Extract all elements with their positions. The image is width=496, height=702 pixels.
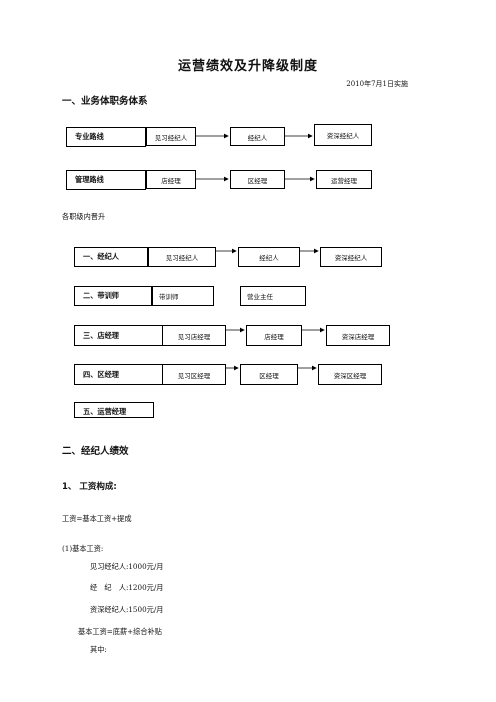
base-salary-title: (1)基本工资:: [62, 544, 104, 553]
section1-heading: 一、业务体职务体系: [62, 96, 148, 107]
route-step-box: 见习经纪人: [146, 127, 196, 146]
route-step-box: 店经理: [146, 170, 196, 189]
level-step-box: 区经理: [240, 364, 298, 385]
salary-line: 经 纪 人:1200元/月: [90, 583, 164, 592]
promotion-subheading: 各职级内晋升: [62, 212, 106, 221]
route-label-professional: 专业路线: [66, 127, 146, 147]
level-step-box: 店经理: [246, 325, 302, 346]
route-step-box: 资深经纪人: [314, 124, 372, 146]
level-step-box: 带训师: [152, 286, 214, 306]
route-step-box: 运营经理: [316, 170, 372, 189]
level-step-box: 营业主任: [240, 286, 306, 306]
section2-heading: 二、经纪人绩效: [62, 446, 129, 457]
note-label: 其中:: [90, 645, 107, 654]
level-label-broker: 一、经纪人: [74, 247, 148, 267]
salary-structure-heading: 1、 工资构成:: [62, 482, 117, 492]
level-step-box: 资深经纪人: [320, 247, 382, 267]
level-step-box: 见习经纪人: [148, 247, 216, 267]
level-label-area-manager: 四、区经理: [74, 364, 164, 385]
document-title: 运营绩效及升降级制度: [177, 59, 318, 74]
route-label-management: 管理路线: [66, 170, 146, 190]
level-step-box: 见习区经理: [162, 364, 226, 385]
level-label-trainer: 二、带训师: [74, 286, 152, 306]
level-label-operations-manager: 五、运营经理: [74, 402, 154, 418]
level-step-box: 经纪人: [238, 247, 300, 267]
salary-line: 见习经纪人:1000元/月: [90, 562, 164, 571]
route-step-box: 经纪人: [230, 127, 285, 146]
level-label-store-manager: 三、店经理: [74, 325, 164, 346]
salary-line: 资深经纪人:1500元/月: [90, 605, 164, 614]
base-salary-formula: 基本工资=底薪+综合补贴: [78, 627, 162, 636]
salary-formula: 工资=基本工资+提成: [62, 514, 132, 523]
level-step-box: 资深店经理: [326, 325, 390, 346]
level-step-box: 资深区经理: [318, 364, 382, 385]
level-step-box: 见习店经理: [162, 325, 226, 346]
route-step-box: 区经理: [230, 170, 285, 189]
effective-date: 2010年7月1日实施: [346, 80, 408, 88]
